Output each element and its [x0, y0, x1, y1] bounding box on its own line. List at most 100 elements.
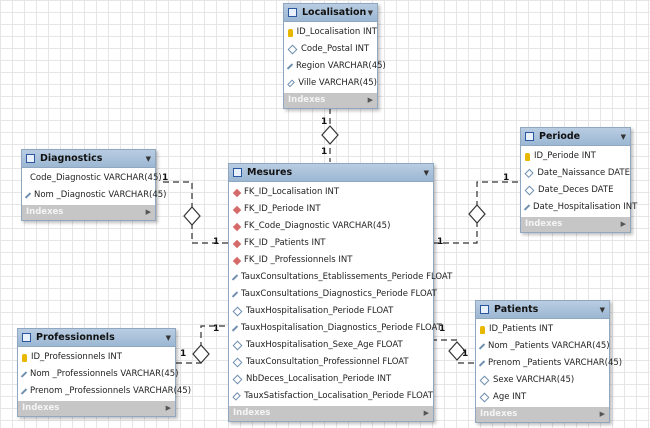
- table-periode[interactable]: Periode ▼ ID_Periode INT Date_Naissance D…: [520, 127, 637, 233]
- column-row[interactable]: ID_Professionnels INT: [18, 349, 175, 366]
- expand-arrow-icon[interactable]: ▶: [599, 410, 605, 418]
- column-row[interactable]: FK_ID _Patients INT: [229, 235, 433, 252]
- table-title: Professionnels: [36, 332, 115, 343]
- column-icon: [232, 306, 243, 317]
- collapse-arrow-icon[interactable]: ▼: [165, 333, 171, 342]
- column-name: NbDeces_Localisation_Periode INT: [246, 374, 392, 384]
- column-row[interactable]: TauxConsultations_Diagnostics_Periode FL…: [229, 286, 437, 303]
- column-name: TauxConsultations_Diagnostics_Periode FL…: [241, 289, 437, 299]
- card-diagnostics-1: 1: [162, 173, 168, 183]
- table-title: Diagnostics: [40, 153, 103, 164]
- rel-line-diagnostics: [163, 181, 228, 244]
- indexes-bar[interactable]: Indexes ▶: [521, 217, 630, 232]
- column-icon: [24, 192, 32, 199]
- column-icon: [478, 343, 486, 350]
- column-row[interactable]: FK_ID_Localisation INT: [229, 184, 433, 201]
- card-patients-1: 1: [462, 349, 468, 359]
- column-icon: [231, 291, 239, 298]
- column-icon: [286, 63, 294, 70]
- column-name: Prenom _Patients VARCHAR(45): [488, 358, 623, 368]
- table-header[interactable]: Patients ▼: [476, 301, 609, 319]
- column-row[interactable]: Prenom _Professionnels VARCHAR(45): [18, 383, 191, 400]
- column-name: Ville VARCHAR(45): [298, 78, 377, 88]
- column-row[interactable]: Nom _Patients VARCHAR(45): [476, 338, 610, 355]
- column-row[interactable]: Ville VARCHAR(45): [284, 75, 377, 92]
- table-icon: [26, 154, 35, 163]
- column-icon: [20, 371, 28, 378]
- expand-arrow-icon[interactable]: ▶: [145, 208, 151, 216]
- indexes-bar[interactable]: Indexes ▶: [229, 406, 433, 421]
- column-icon: [478, 360, 486, 367]
- column-name: TauxSatisfaction_Localisation_Periode FL…: [244, 391, 433, 401]
- column-row[interactable]: TauxHospitalisation_Sexe_Age FLOAT: [229, 337, 433, 354]
- column-name: Nom _Diagnostic VARCHAR(45): [34, 190, 167, 200]
- indexes-bar[interactable]: Indexes ▶: [284, 93, 377, 108]
- column-row[interactable]: Date_Deces DATE: [521, 182, 630, 199]
- table-header[interactable]: Mesures ▼: [229, 164, 433, 182]
- column-icon: [231, 274, 239, 281]
- indexes-bar[interactable]: Indexes ▶: [18, 401, 175, 416]
- expand-arrow-icon[interactable]: ▶: [367, 96, 373, 104]
- column-row[interactable]: ID_Localisation INT: [284, 24, 377, 41]
- collapse-arrow-icon[interactable]: ▼: [599, 305, 605, 314]
- column-list: ID_Periode INT Date_Naissance DATE Date_De…: [521, 146, 637, 217]
- column-name: Date_Naissance DATE: [537, 168, 630, 178]
- column-row[interactable]: Date_Naissance DATE: [521, 165, 630, 182]
- column-row[interactable]: TauxSatisfaction_Localisation_Periode FL…: [229, 388, 433, 405]
- column-row[interactable]: ID_Periode INT: [521, 148, 630, 165]
- column-row[interactable]: FK_Code_Diagnostic VARCHAR(45): [229, 218, 433, 235]
- column-row[interactable]: TauxHospitalisation_Diagnostics_Periode …: [229, 320, 442, 337]
- table-header[interactable]: Localisation ▼: [284, 4, 377, 22]
- table-header[interactable]: Periode ▼: [521, 128, 630, 146]
- column-name: TauxHospitalisation_Sexe_Age FLOAT: [246, 340, 403, 350]
- column-row[interactable]: Code_Postal INT: [284, 41, 377, 58]
- column-row[interactable]: Region VARCHAR(45): [284, 58, 386, 75]
- column-row[interactable]: ID_Patients INT: [476, 321, 609, 338]
- foreign-key-icon: [232, 222, 242, 231]
- collapse-arrow-icon[interactable]: ▼: [423, 168, 429, 177]
- collapse-arrow-icon[interactable]: ▼: [367, 8, 373, 17]
- expand-arrow-icon[interactable]: ▶: [165, 404, 171, 412]
- table-title: Patients: [494, 304, 539, 315]
- column-name: TauxHospitalisation_Diagnostics_Periode …: [241, 323, 442, 333]
- column-row[interactable]: Sexe VARCHAR(45): [476, 372, 609, 389]
- column-name: Region VARCHAR(45): [296, 61, 386, 71]
- column-name: ID_Professionnels INT: [31, 352, 122, 362]
- column-row[interactable]: FK_ID _Professionnels INT: [229, 252, 433, 269]
- card-localisation-1: 1: [321, 117, 327, 127]
- column-row[interactable]: TauxConsultations_Etablissements_Periode…: [229, 269, 452, 286]
- column-name: TauxHospitalisation_Periode FLOAT: [246, 306, 394, 316]
- indexes-label: Indexes: [288, 95, 326, 105]
- expand-arrow-icon[interactable]: ▶: [423, 409, 429, 417]
- column-row[interactable]: Nom _Diagnostic VARCHAR(45): [22, 187, 166, 204]
- column-row[interactable]: FK_ID_Periode INT: [229, 201, 433, 218]
- column-row[interactable]: Prenom _Patients VARCHAR(45): [476, 355, 622, 372]
- card-diagnostics-2: 1: [213, 237, 219, 247]
- column-row[interactable]: TauxConsultation_Professionnel FLOAT: [229, 354, 433, 371]
- indexes-label: Indexes: [525, 219, 563, 229]
- collapse-arrow-icon[interactable]: ▼: [145, 154, 151, 163]
- indexes-bar[interactable]: Indexes ▶: [22, 205, 155, 220]
- table-professionnels[interactable]: Professionnels ▼ ID_Professionnels INT No…: [17, 328, 191, 417]
- table-diagnostics[interactable]: Diagnostics ▼ Code_Diagnostic VARCHAR(45…: [21, 149, 166, 221]
- collapse-arrow-icon[interactable]: ▼: [620, 132, 626, 141]
- column-row[interactable]: TauxHospitalisation_Periode FLOAT: [229, 303, 433, 320]
- column-icon: [287, 79, 296, 88]
- column-row[interactable]: NbDeces_Localisation_Periode INT: [229, 371, 433, 388]
- column-list: Code_Diagnostic VARCHAR(45) Nom _Diagnost…: [22, 168, 166, 205]
- table-header[interactable]: Professionnels ▼: [18, 329, 175, 347]
- column-icon: [524, 185, 535, 196]
- column-row[interactable]: Nom _Professionnels VARCHAR(45): [18, 366, 178, 383]
- column-row[interactable]: Date_Hospitalisation INT: [521, 199, 637, 216]
- indexes-bar[interactable]: Indexes ▶: [476, 407, 609, 422]
- column-row[interactable]: Age INT: [476, 389, 609, 406]
- card-patients-2: 1: [439, 324, 445, 334]
- expand-arrow-icon[interactable]: ▶: [620, 220, 626, 228]
- column-row[interactable]: Code_Diagnostic VARCHAR(45): [22, 170, 162, 187]
- table-header[interactable]: Diagnostics ▼: [22, 150, 155, 168]
- column-icon: [232, 357, 243, 368]
- column-name: Sexe VARCHAR(45): [493, 375, 575, 385]
